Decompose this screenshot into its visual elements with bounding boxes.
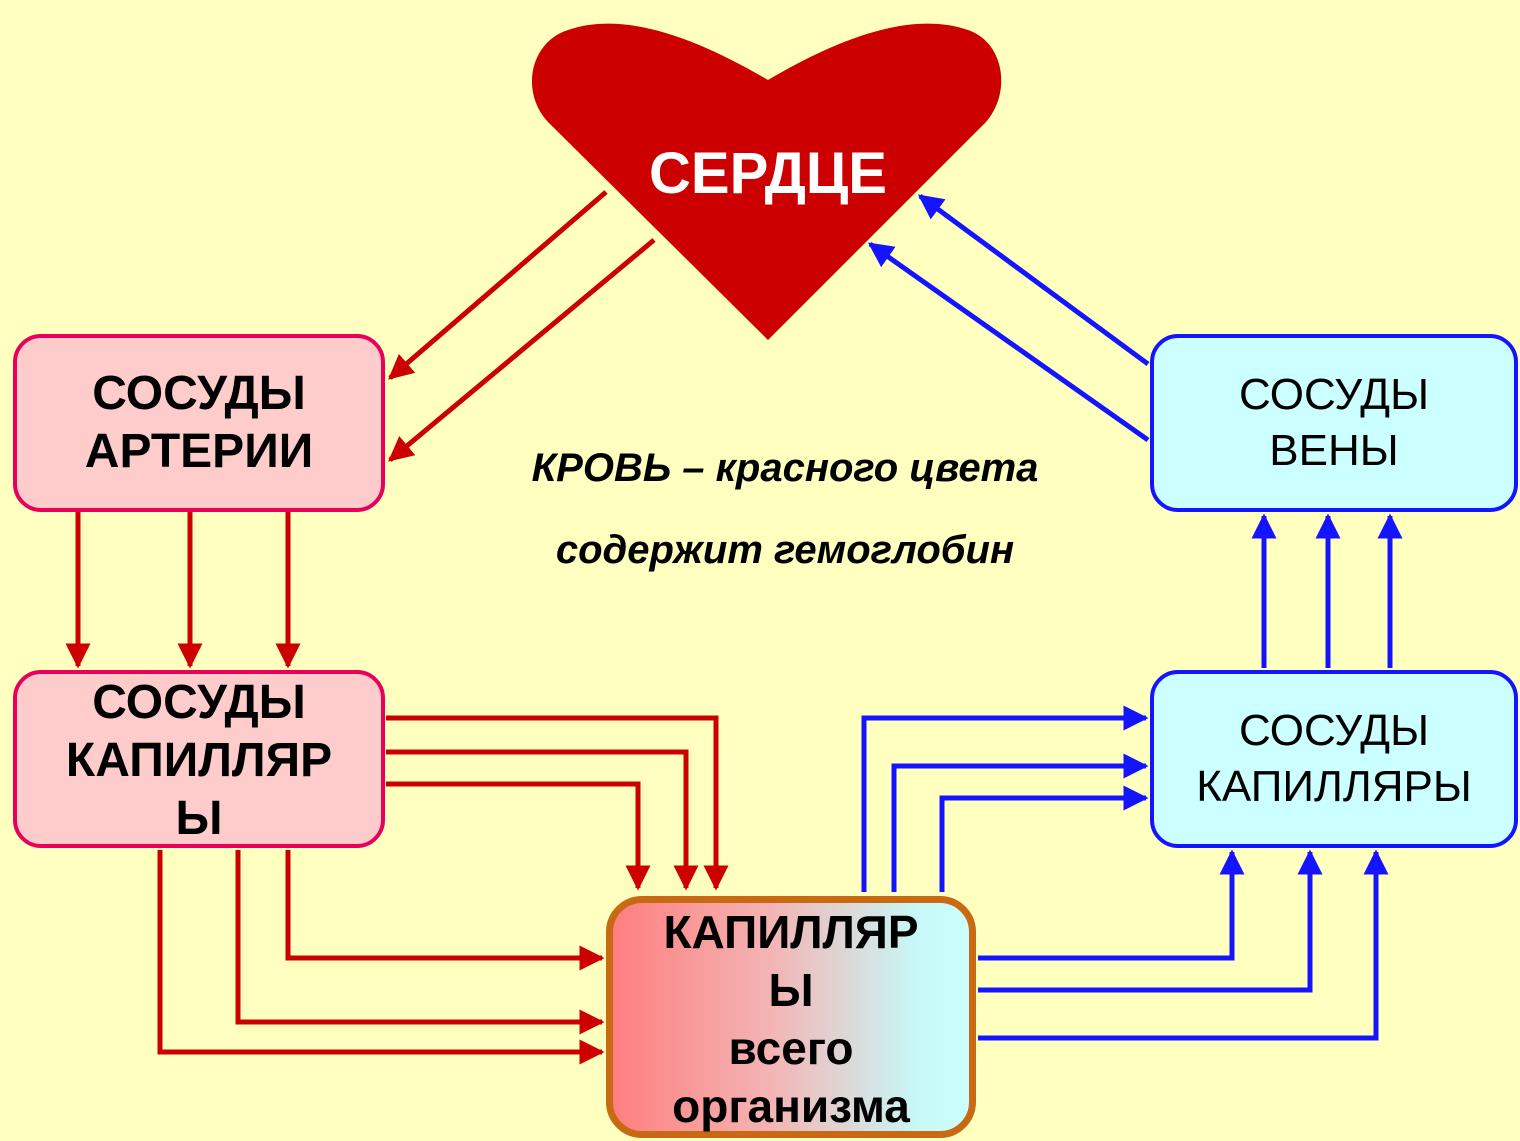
capillaries-right-line-1: СОСУДЫ [1238, 706, 1430, 755]
veins-line-2: ВЕНЫ [1269, 426, 1399, 475]
body-to-capillaries-arrow-1 [861, 705, 1149, 892]
arteries-to-capillaries-arrows [65, 512, 301, 669]
heart-to-arteries-arrows [388, 190, 656, 462]
arteries-box: СОСУДЫ АРТЕРИИ [13, 334, 385, 512]
capillaries-left-box: СОСУДЫ КАПИЛЛЯР Ы [13, 670, 385, 848]
body-capillaries-line-1: КАПИЛЛЯР [663, 906, 919, 958]
blood-caption-line-2: содержит гемоглобин [555, 528, 1015, 572]
capillaries-to-body-side-arrows [157, 850, 605, 1065]
body-to-capillaries-arrow-6 [978, 849, 1389, 1041]
capillaries-to-body-arrow-5 [235, 850, 605, 1035]
capillaries-to-body-arrow-3 [386, 781, 651, 891]
blood-caption-line-1: КРОВЬ – красного цвета [531, 446, 1039, 490]
arteries-line-1: СОСУДЫ [92, 367, 306, 420]
veins-to-heart-arrows [867, 193, 1150, 443]
veins-to-heart-arrow-1 [917, 193, 1150, 367]
capillaries-left-line-3: Ы [175, 792, 223, 845]
capillaries-left-line-1: СОСУДЫ [92, 676, 306, 729]
body-to-capillaries-arrow-5 [978, 849, 1323, 993]
capillaries-right-box: СОСУДЫ КАПИЛЛЯРЫ [1150, 670, 1518, 848]
arteries-line-2: АРТЕРИИ [84, 425, 314, 478]
body-to-capillaries-arrow-3 [939, 785, 1149, 892]
heart-shape [531, 23, 1002, 341]
body-to-capillaries-side-arrows [978, 849, 1389, 1041]
body-capillaries-line-4: организма [672, 1080, 910, 1132]
heart-to-arteries-arrow-2 [388, 238, 656, 462]
capillaries-right-line-2: КАПИЛЛЯРЫ [1196, 762, 1472, 811]
body-capillaries-line-2: Ы [768, 964, 814, 1016]
veins-to-heart-arrow-2 [867, 241, 1150, 443]
body-capillaries-box: КАПИЛЛЯР Ы всего организма [606, 896, 976, 1138]
capillaries-to-body-arrow-4 [285, 850, 605, 971]
body-to-capillaries-top-arrows [861, 705, 1149, 892]
veins-box: СОСУДЫ ВЕНЫ [1150, 334, 1518, 512]
veins-line-1: СОСУДЫ [1238, 370, 1430, 419]
body-capillaries-line-3: всего [728, 1022, 854, 1074]
capillaries-to-body-top-arrows [386, 715, 729, 891]
capillaries-to-body-arrow-1 [386, 715, 729, 891]
capillaries-left-line-2: КАПИЛЛЯР [65, 734, 333, 787]
body-to-capillaries-arrow-4 [978, 849, 1245, 961]
heart-to-arteries-arrow-1 [388, 190, 608, 380]
body-to-capillaries-arrow-2 [891, 753, 1149, 892]
heart-label: СЕРДЦЕ [649, 141, 887, 206]
capillaries-to-veins-arrows [1251, 513, 1403, 668]
capillaries-to-body-arrow-2 [386, 749, 699, 891]
capillaries-to-body-arrow-6 [157, 850, 605, 1065]
